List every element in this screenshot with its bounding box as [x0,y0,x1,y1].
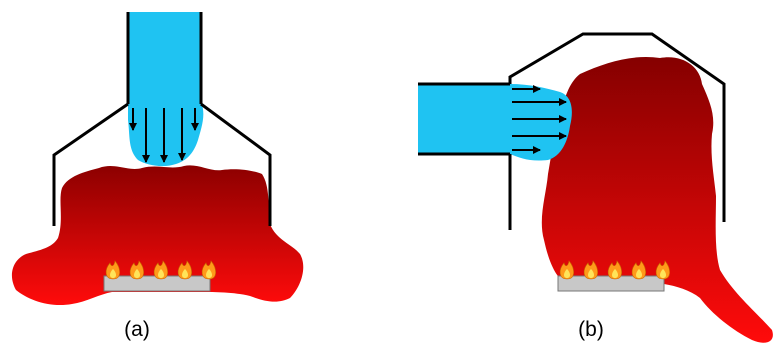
jet-a [128,12,204,167]
flames-a [105,260,216,280]
hood-right-a [200,102,272,226]
jet-b [418,84,572,161]
flame-core-icon [612,269,618,278]
hood-left-a [52,102,129,226]
flame-core-icon [110,269,116,278]
flame-core-icon [206,269,212,278]
flow-arrows-b [512,85,567,154]
flame-core-icon [134,269,140,278]
caption-panel-b: (b) [578,318,604,341]
panel-a [11,12,304,306]
hood-b [508,32,726,222]
smoke-plume-b [541,56,773,343]
panel-b [418,32,773,343]
flame-core-icon [636,269,642,278]
flame-core-icon [158,269,164,278]
flame-core-icon [182,269,188,278]
flame-core-icon [660,269,666,278]
flame-core-icon [588,269,594,278]
flow-arrows-a [129,108,199,163]
smoke-plume-a [11,165,304,306]
flames-b [559,260,670,280]
caption-panel-a: (a) [124,318,150,341]
flame-core-icon [564,269,570,278]
